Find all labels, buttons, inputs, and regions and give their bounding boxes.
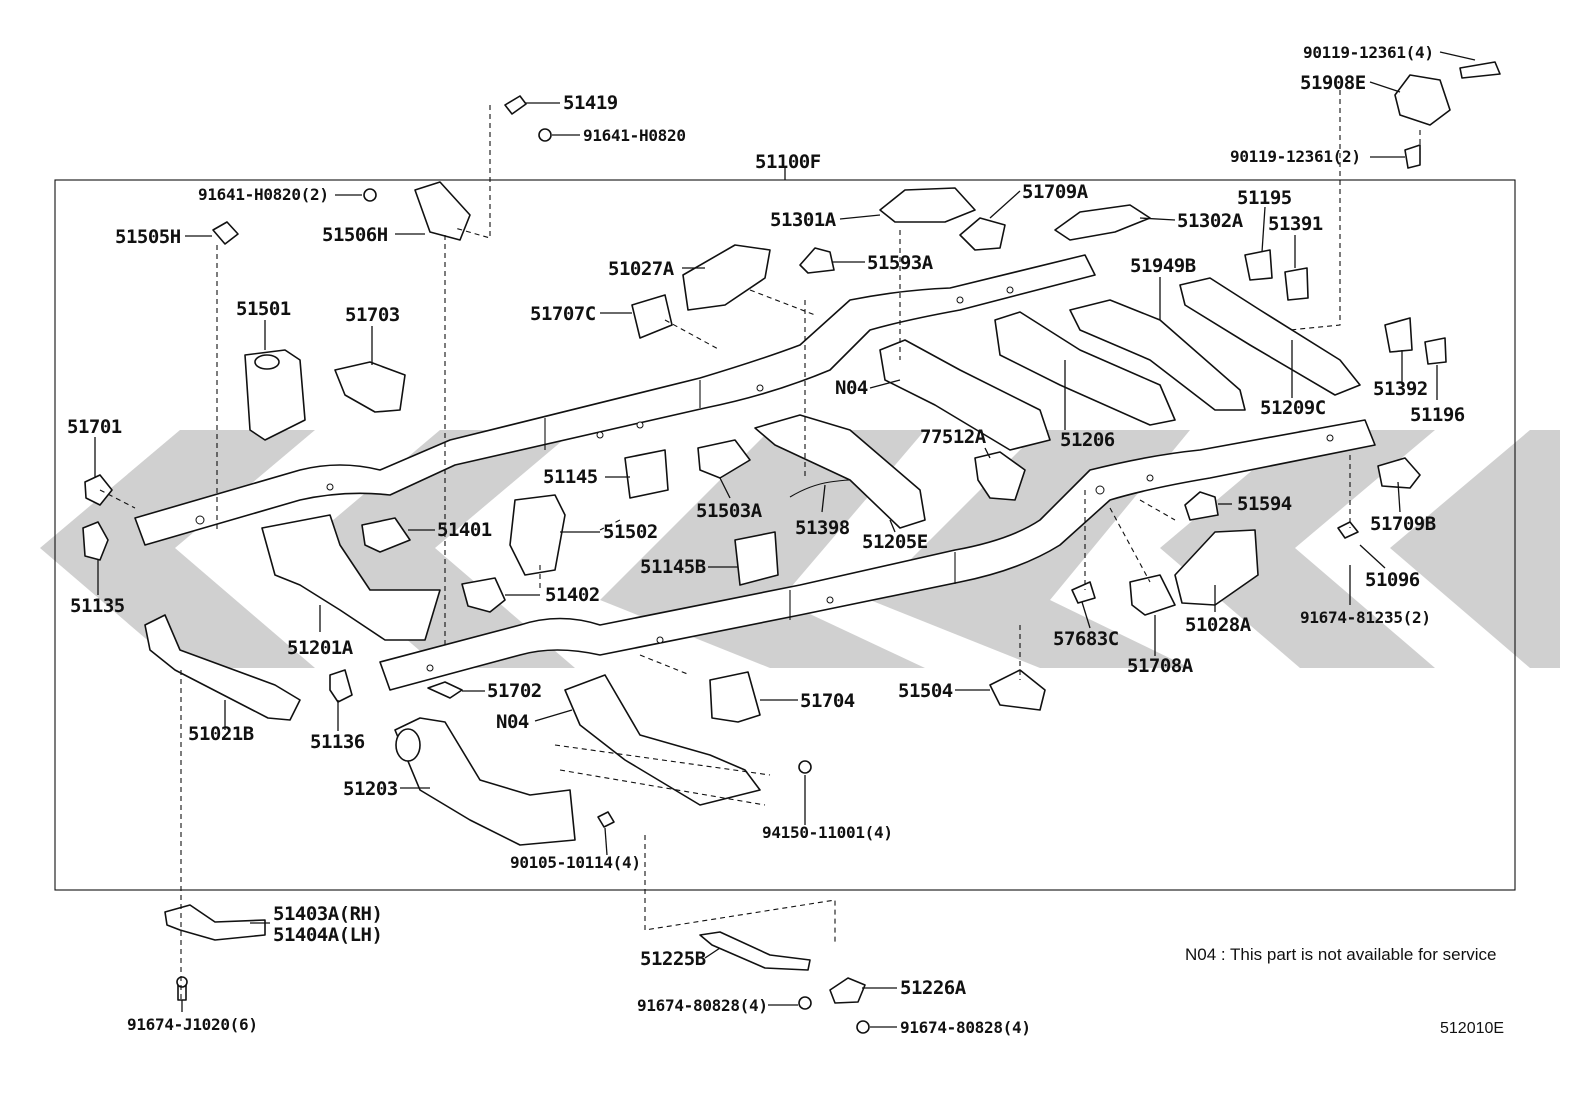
label-51096: 51096 <box>1365 569 1420 591</box>
label-51145B: 51145B <box>640 556 706 578</box>
label-51195: 51195 <box>1237 187 1292 209</box>
label-51702: 51702 <box>487 680 542 702</box>
label-51505H: 51505H <box>115 226 181 248</box>
label-51302A: 51302A <box>1177 210 1244 232</box>
label-51704: 51704 <box>800 690 855 712</box>
label-51021B: 51021B <box>188 723 254 745</box>
label-51209C: 51209C <box>1260 397 1326 419</box>
label-51135: 51135 <box>70 595 125 617</box>
label-51506H: 51506H <box>322 224 388 246</box>
label-91674-81235-2: 91674-81235(2) <box>1300 608 1431 627</box>
label-51301A: 51301A <box>770 209 837 231</box>
frame-rail-left <box>134 254 1096 546</box>
part-labels: 51100F 90119-12361(4) 51908E 90119-12361… <box>67 43 1504 1037</box>
label-51403A-RH: 51403A(RH) <box>273 903 382 925</box>
label-51226A: 51226A <box>900 977 967 999</box>
label-51402: 51402 <box>545 584 600 606</box>
label-51709A: 51709A <box>1022 181 1089 203</box>
label-91674-80828-4-left: 91674-80828(4) <box>637 996 768 1015</box>
label-91641-H0820: 91641-H0820 <box>583 126 686 145</box>
label-51908E: 51908E <box>1300 72 1366 94</box>
label-90119-12361-2: 90119-12361(2) <box>1230 147 1361 166</box>
label-51707C: 51707C <box>530 303 596 325</box>
availability-note: N04 : This part is not available for ser… <box>1185 945 1497 964</box>
label-57683C: 57683C <box>1053 628 1119 650</box>
label-90105-10114-4: 90105-10114(4) <box>510 853 641 872</box>
label-51027A: 51027A <box>608 258 675 280</box>
label-51404A-LH: 51404A(LH) <box>273 924 382 946</box>
label-91641-H0820-2: 91641-H0820(2) <box>198 185 329 204</box>
label-51028A: 51028A <box>1185 614 1252 636</box>
label-94150-11001-4: 94150-11001(4) <box>762 823 893 842</box>
label-51205E: 51205E <box>862 531 928 553</box>
label-51136: 51136 <box>310 731 365 753</box>
label-51203: 51203 <box>343 778 398 800</box>
label-51145: 51145 <box>543 466 598 488</box>
leader-lines <box>94 51 1476 1028</box>
label-51225B: 51225B <box>640 948 706 970</box>
figure-code: 512010E <box>1440 1020 1504 1037</box>
label-N04-upper: N04 <box>835 377 868 399</box>
label-91674-J1020-6: 91674-J1020(6) <box>127 1015 258 1034</box>
label-51949B: 51949B <box>1130 255 1196 277</box>
label-51419: 51419 <box>563 92 618 114</box>
label-N04-lower: N04 <box>496 711 529 733</box>
label-51401: 51401 <box>437 519 492 541</box>
label-51502: 51502 <box>603 521 658 543</box>
label-51701: 51701 <box>67 416 122 438</box>
label-51391: 51391 <box>1268 213 1323 235</box>
label-51201A: 51201A <box>287 637 354 659</box>
label-51703: 51703 <box>345 304 400 326</box>
label-90119-12361-4: 90119-12361(4) <box>1303 43 1434 62</box>
label-51504: 51504 <box>898 680 953 702</box>
label-51593A: 51593A <box>867 252 934 274</box>
label-91674-80828-4-right: 91674-80828(4) <box>900 1018 1031 1037</box>
part-shapes <box>82 61 1501 1034</box>
label-51392: 51392 <box>1373 378 1428 400</box>
frame-rail-right <box>379 419 1376 691</box>
label-51196: 51196 <box>1410 404 1465 426</box>
label-51398: 51398 <box>795 517 850 539</box>
dashed-guides <box>99 90 1421 1000</box>
label-77512A: 77512A <box>920 426 987 448</box>
assembly-label: 51100F <box>755 151 821 173</box>
label-51708A: 51708A <box>1127 655 1194 677</box>
label-51206: 51206 <box>1060 429 1115 451</box>
label-51594: 51594 <box>1237 493 1292 515</box>
label-51501: 51501 <box>236 298 291 320</box>
label-51503A: 51503A <box>696 500 763 522</box>
label-51709B: 51709B <box>1370 513 1436 535</box>
